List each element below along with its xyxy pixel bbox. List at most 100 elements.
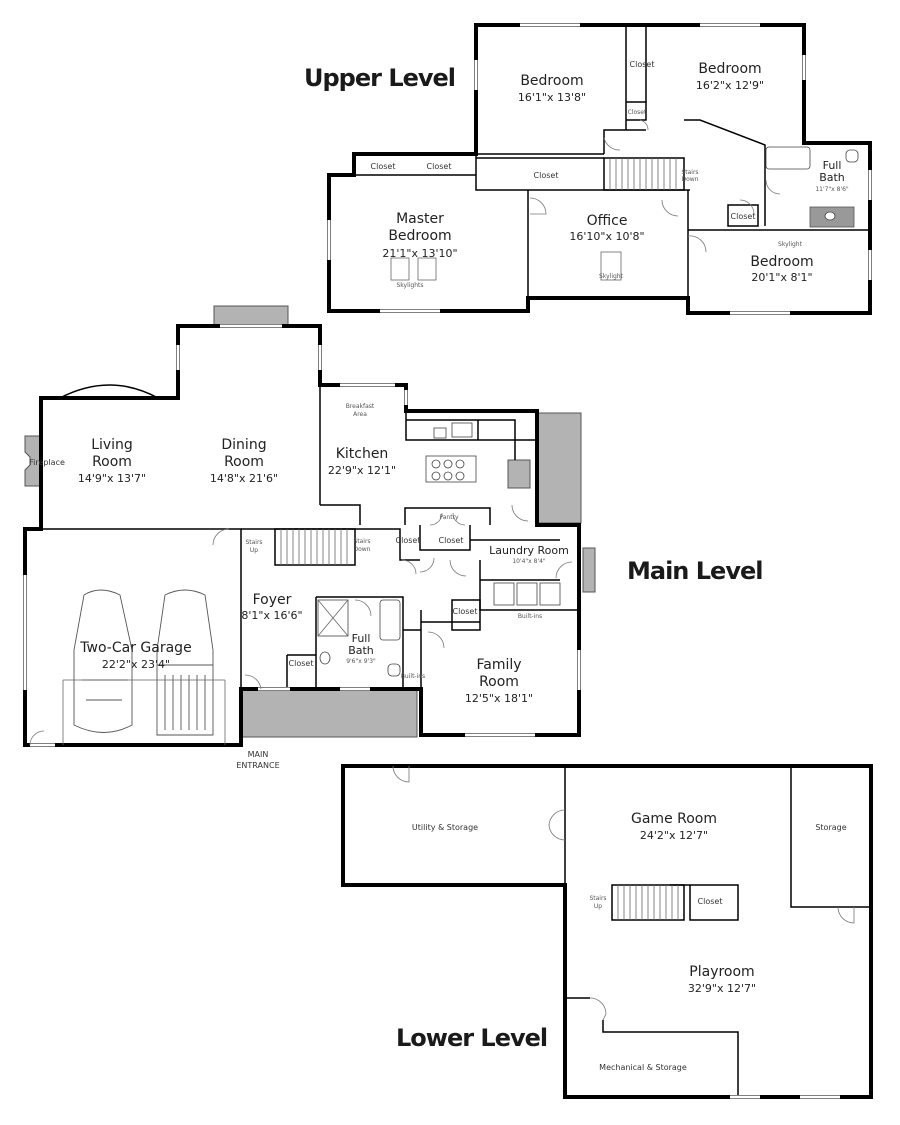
lower-closet-label: Closet bbox=[698, 897, 723, 906]
mechanical-storage-label: Mechanical & Storage bbox=[599, 1063, 687, 1072]
main-closet-label: Closet bbox=[439, 536, 464, 545]
sink-icon bbox=[824, 211, 836, 221]
kitchen-dim: 22'9"x 12'1" bbox=[328, 464, 396, 477]
main-bath-name: Full bbox=[352, 632, 371, 645]
laundry-vent bbox=[582, 547, 596, 593]
lower-stairs-up-label: Stairs bbox=[589, 895, 606, 902]
skylight-label: Skylight bbox=[599, 273, 624, 280]
game-room-name: Game Room bbox=[631, 811, 717, 827]
dining-room-name: Dining bbox=[221, 437, 266, 453]
main-closet-label: Closet bbox=[396, 536, 421, 545]
toilet-icon bbox=[845, 149, 859, 163]
refrigerator-icon bbox=[507, 459, 531, 489]
main-stairs-down-label: Stairs bbox=[353, 538, 370, 545]
washer-icon bbox=[493, 582, 515, 606]
upper-level-plan: Bedroom 16'1"x 13'8" Bedroom 16'2"x 12'9… bbox=[327, 23, 872, 315]
bathtub-icon bbox=[379, 599, 401, 641]
main-closet-label: Closet bbox=[289, 659, 314, 668]
upper-closet-label: Closet bbox=[628, 109, 647, 116]
lower-stairs bbox=[611, 884, 685, 921]
living-room-dim: 14'9"x 13'7" bbox=[78, 472, 146, 485]
upper-closet-label: Closet bbox=[371, 162, 396, 171]
storage-label: Storage bbox=[815, 823, 846, 832]
main-stairs-down-label: Down bbox=[353, 546, 370, 553]
family-room-name: Room bbox=[479, 674, 519, 690]
garage-dim: 22'2"x 23'4" bbox=[102, 658, 170, 671]
built-ins-label: Built-ins bbox=[401, 673, 425, 680]
upper-level-heading: Upper Level bbox=[304, 64, 455, 92]
breakfast-area-label: Breakfast bbox=[346, 403, 375, 410]
breakfast-area-label: Area bbox=[353, 411, 367, 418]
playroom-dim: 32'9"x 12'7" bbox=[688, 982, 756, 995]
dishwasher-icon bbox=[433, 427, 447, 439]
lower-level-plan: Utility & Storage Game Room 24'2"x 12'7"… bbox=[341, 764, 873, 1099]
main-bath-dim: 9'6"x 9'3" bbox=[346, 658, 376, 665]
master-bedroom-name: Bedroom bbox=[388, 228, 451, 244]
upper-bath-dim: 11'7"x 8'6" bbox=[815, 186, 849, 193]
upper-bedroom-3-name: Bedroom bbox=[750, 254, 813, 270]
upper-bath-name: Bath bbox=[819, 171, 845, 184]
upper-stairs-down-label: Down bbox=[681, 176, 698, 183]
built-ins-label: Built-ins bbox=[518, 613, 542, 620]
living-room-name: Room bbox=[92, 454, 132, 470]
living-room-name: Living bbox=[91, 437, 133, 453]
utility-storage-label: Utility & Storage bbox=[412, 823, 478, 832]
upper-closet-label: Closet bbox=[630, 60, 655, 69]
deck-area bbox=[536, 412, 582, 524]
main-bath-name: Bath bbox=[348, 644, 374, 657]
playroom-name: Playroom bbox=[689, 964, 754, 980]
lower-stairs-up-label: Up bbox=[594, 903, 602, 910]
kitchen-sink-icon bbox=[451, 422, 473, 438]
laundry-room-name: Laundry Room bbox=[489, 544, 569, 557]
skylight-icon bbox=[417, 257, 437, 281]
upper-bedroom-1-dim: 16'1"x 13'8" bbox=[518, 91, 586, 104]
foyer-dim: 8'1"x 16'6" bbox=[241, 609, 302, 622]
laundry-sink-icon bbox=[539, 582, 561, 606]
family-room-dim: 12'5"x 18'1" bbox=[465, 692, 533, 705]
upper-closet-label: Closet bbox=[427, 162, 452, 171]
pantry-label: Pantry bbox=[439, 514, 459, 521]
master-bedroom-dim: 21'1"x 13'10" bbox=[382, 247, 457, 260]
skylights-label: Skylights bbox=[396, 282, 423, 289]
dryer-icon bbox=[516, 582, 538, 606]
toilet-icon bbox=[387, 663, 401, 677]
main-stairs-up-label: Up bbox=[250, 547, 258, 554]
skylight-icon bbox=[600, 251, 622, 281]
cooktop-icon bbox=[431, 459, 465, 481]
main-entrance-label: MAIN bbox=[248, 750, 269, 759]
upper-closet-label: Closet bbox=[534, 171, 559, 180]
main-level-plan: Living Room 14'9"x 13'7" Fireplace Dinin… bbox=[23, 305, 596, 770]
office-dim: 16'10"x 10'8" bbox=[569, 230, 644, 243]
lower-level-heading: Lower Level bbox=[396, 1024, 547, 1052]
family-room-name: Family bbox=[476, 657, 521, 673]
bathtub-icon bbox=[765, 146, 811, 170]
kitchen-name: Kitchen bbox=[336, 446, 389, 462]
laundry-room-dim: 10'4"x 8'4" bbox=[512, 558, 546, 565]
upper-stairs bbox=[603, 157, 685, 191]
master-bedroom-name: Master bbox=[396, 211, 444, 227]
skylight-label: Skylight bbox=[778, 241, 803, 248]
game-room-dim: 24'2"x 12'7" bbox=[640, 829, 708, 842]
dining-room-name: Room bbox=[224, 454, 264, 470]
main-level-heading: Main Level bbox=[627, 557, 762, 585]
upper-stairs-down-label: Stairs bbox=[681, 169, 698, 176]
upper-bath-name: Full bbox=[823, 159, 842, 172]
fireplace-label: Fireplace bbox=[29, 458, 65, 467]
upper-closet-label: Closet bbox=[731, 212, 756, 221]
sink-icon bbox=[319, 651, 331, 665]
upper-bedroom-2-name: Bedroom bbox=[698, 61, 761, 77]
foyer-name: Foyer bbox=[253, 592, 292, 608]
truck-icon bbox=[156, 589, 214, 736]
upper-bedroom-3-dim: 20'1"x 8'1" bbox=[751, 271, 812, 284]
main-entrance-label: ENTRANCE bbox=[236, 761, 279, 770]
main-closet-label: Closet bbox=[453, 607, 478, 616]
garage-name: Two-Car Garage bbox=[79, 640, 191, 656]
main-stairs-up-label: Stairs bbox=[245, 539, 262, 546]
main-stairs bbox=[274, 528, 356, 566]
upper-bedroom-1-name: Bedroom bbox=[520, 73, 583, 89]
skylight-icon bbox=[390, 257, 410, 281]
upper-bedroom-2-dim: 16'2"x 12'9" bbox=[696, 79, 764, 92]
office-name: Office bbox=[587, 213, 628, 229]
fireplace-chimney bbox=[213, 305, 289, 327]
